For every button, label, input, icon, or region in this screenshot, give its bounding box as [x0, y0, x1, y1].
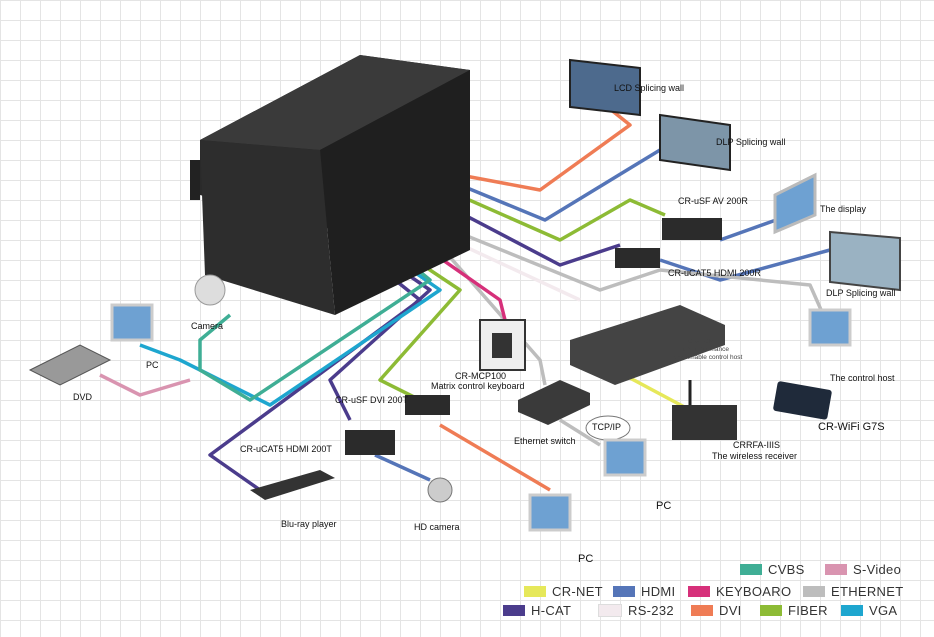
label-wifi-tablet: CR-WiFi G7S	[818, 421, 885, 433]
cable-hdmi-dlp2	[659, 248, 831, 282]
control-host-desc1: high performance	[678, 346, 729, 353]
label-hdmi-sender: CR-uCAT5 HDMI 200T	[240, 444, 332, 454]
legend-swatch	[503, 605, 525, 616]
label-wireless-receiver: The wireless receiver	[712, 451, 798, 461]
legend-swatch	[691, 605, 713, 616]
legend-swatch	[740, 564, 762, 575]
bluray-device	[250, 470, 335, 500]
cable-hdmi-dlp	[459, 148, 661, 222]
cable-ethernet-pc	[559, 418, 601, 447]
legend-label: S-Video	[853, 562, 902, 577]
lcd-wall-device	[569, 58, 641, 117]
camera-device	[194, 274, 226, 306]
control-host-title: CR-PGMIII	[687, 338, 720, 345]
label-bluray: Blu-ray player	[281, 519, 337, 529]
wireless-receiver-device	[672, 405, 737, 440]
legend-label: H-CAT	[531, 603, 572, 618]
legend-label: HDMI	[641, 584, 676, 599]
legend-label: CR-NET	[552, 584, 603, 599]
label-ethernet-switch: Ethernet switch	[514, 436, 576, 446]
label-keyboard: Matrix control keyboard	[431, 381, 525, 391]
cable-svideo-dvd	[99, 373, 191, 397]
legend-item-svideo: S-Video	[825, 562, 901, 577]
legend-item-rs232: RS-232	[598, 603, 674, 618]
label-dvd: DVD	[73, 392, 93, 402]
label-pc-left: PC	[146, 360, 159, 370]
label-camera: Camera	[191, 321, 224, 331]
legend-item-cvbs: CVBS	[740, 562, 805, 577]
cable-dvi-lcd	[459, 103, 632, 192]
legend-swatch	[688, 586, 710, 597]
pc-left-device	[110, 303, 154, 342]
label-lcd-wall: LCD Splicing wall	[614, 83, 685, 93]
label-keyboard-model: CR-MCP100	[455, 371, 507, 381]
label-dvi-sender: CR-uSF DVI 200T	[335, 395, 409, 405]
cable-hdmi-hdcam	[374, 453, 431, 482]
dvd-device	[28, 344, 112, 386]
legend-label: RS-232	[628, 603, 674, 618]
legend-label: DVI	[719, 603, 742, 618]
legend-label: CVBS	[768, 562, 805, 577]
legend-item-keyboard: KEYBOARO	[688, 584, 791, 599]
hdmi-receiver-device	[615, 248, 660, 268]
hd-camera-device	[427, 477, 453, 503]
legend-item-ethernet: ETHERNET	[803, 584, 903, 599]
control-host-desc2: programmable control host	[665, 354, 743, 361]
label-control-host: CR-PGMIII high performance programmable …	[665, 338, 742, 362]
display-device	[773, 172, 817, 235]
cable-ethernet-host	[439, 223, 832, 331]
control-pc-device	[808, 308, 852, 347]
label-dlp-wall-2: DLP Splicing wall	[826, 288, 896, 298]
legend-label: ETHERNET	[831, 584, 904, 599]
dlp-wall2-device	[829, 230, 901, 292]
matrix-switcher	[190, 55, 470, 315]
label-tcpip: TCP/IP	[592, 422, 622, 432]
control-host-device	[570, 305, 725, 385]
legend-item-crnet: CR-NET	[524, 584, 603, 599]
label-wireless-model: CRRFA-IIIS	[733, 440, 781, 450]
legend-swatch	[841, 605, 863, 616]
legend-swatch	[803, 586, 825, 597]
cable-dvi-pc-bottom	[439, 423, 551, 492]
legend-item-vga: VGA	[841, 603, 897, 618]
legend-label: KEYBOARO	[716, 584, 792, 599]
pc-mid-device	[603, 438, 647, 477]
legend-swatch	[524, 586, 546, 597]
legend-label: FIBER	[788, 603, 828, 618]
label-display: The display	[820, 204, 867, 214]
av-receiver-device	[662, 218, 722, 240]
cable-fiber-av	[457, 193, 666, 242]
dvi-sender-device	[405, 395, 450, 415]
label-pc-mid: PC	[656, 500, 672, 512]
legend-swatch	[613, 586, 635, 597]
label-dlp-wall: DLP Splicing wall	[716, 137, 786, 147]
hdmi-sender-device	[345, 430, 395, 455]
label-av-receiver: CR-uSF AV 200R	[678, 196, 748, 206]
legend-swatch	[760, 605, 782, 616]
label-hd-camera: HD camera	[414, 522, 460, 532]
legend-swatch	[598, 604, 622, 617]
legend-label: VGA	[869, 603, 898, 618]
legend-swatch	[825, 564, 847, 575]
ethernet-switch-device	[518, 380, 590, 425]
legend-item-hdmi: HDMI	[613, 584, 675, 599]
label-control-host-pc: The control host	[830, 373, 895, 383]
pc-bottom-device	[528, 493, 572, 532]
legend-item-dvi: DVI	[691, 603, 742, 618]
legend-item-fiber: FIBER	[760, 603, 828, 618]
tablet-device	[773, 381, 832, 420]
label-hdmi-receiver: CR-uCAT5 HDMI 200R	[668, 268, 761, 278]
label-pc-bottom: PC	[578, 553, 594, 565]
legend-item-hcat: H-CAT	[503, 603, 571, 618]
dlp-wall-device	[659, 113, 731, 172]
cable-hcat-hdmi-r	[454, 208, 621, 267]
